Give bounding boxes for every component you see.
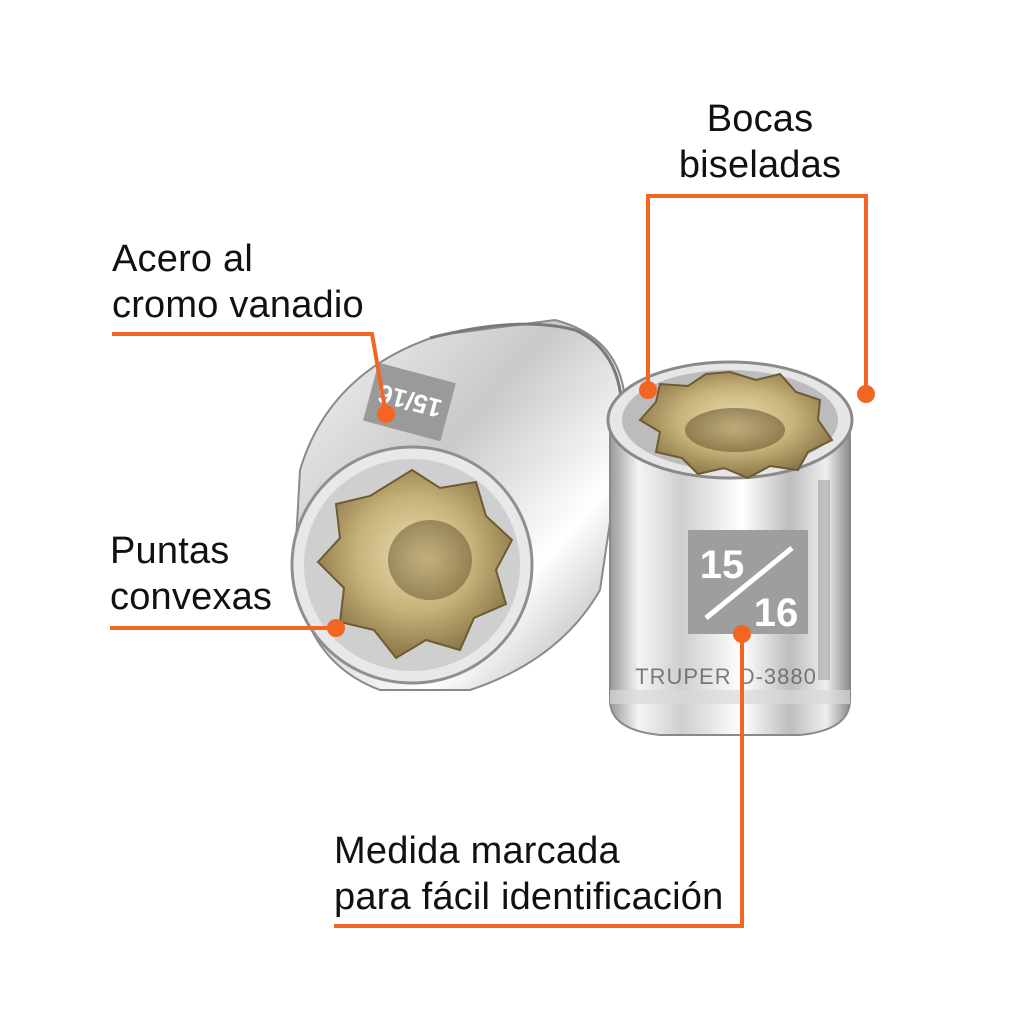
callout-puntas-line1: Puntas [110,530,230,572]
callout-medida-line1: Medida marcada [334,830,620,872]
callout-dots [327,381,875,643]
callout-medida-marcada: Medida marcada para fácil identificación [334,828,723,920]
left-socket: 15/16 [290,318,627,691]
callout-acero-line1: Acero al [112,238,254,280]
callout-puntas-convexas: Puntas convexas [110,528,272,620]
callout-bocas-line2: biseladas [678,144,842,186]
callout-lines [110,194,868,928]
callout-medida-line2: para fácil identificación [334,876,724,918]
callout-puntas-line2: convexas [110,576,273,618]
callout-bocas-line1: Bocas [706,98,814,140]
brand-engraving: TRUPER D-3880 [635,664,817,689]
callout-acero-line2: cromo vanadio [112,284,364,326]
size-denominator: 16 [754,591,799,635]
size-numerator: 15 [700,543,745,587]
callout-bocas-biseladas: Bocas biseladas [660,96,860,188]
callout-acero-cromo-vanadio: Acero al cromo vanadio [112,236,364,328]
right-socket: 15 16 TRUPER D-3880 [606,360,854,736]
